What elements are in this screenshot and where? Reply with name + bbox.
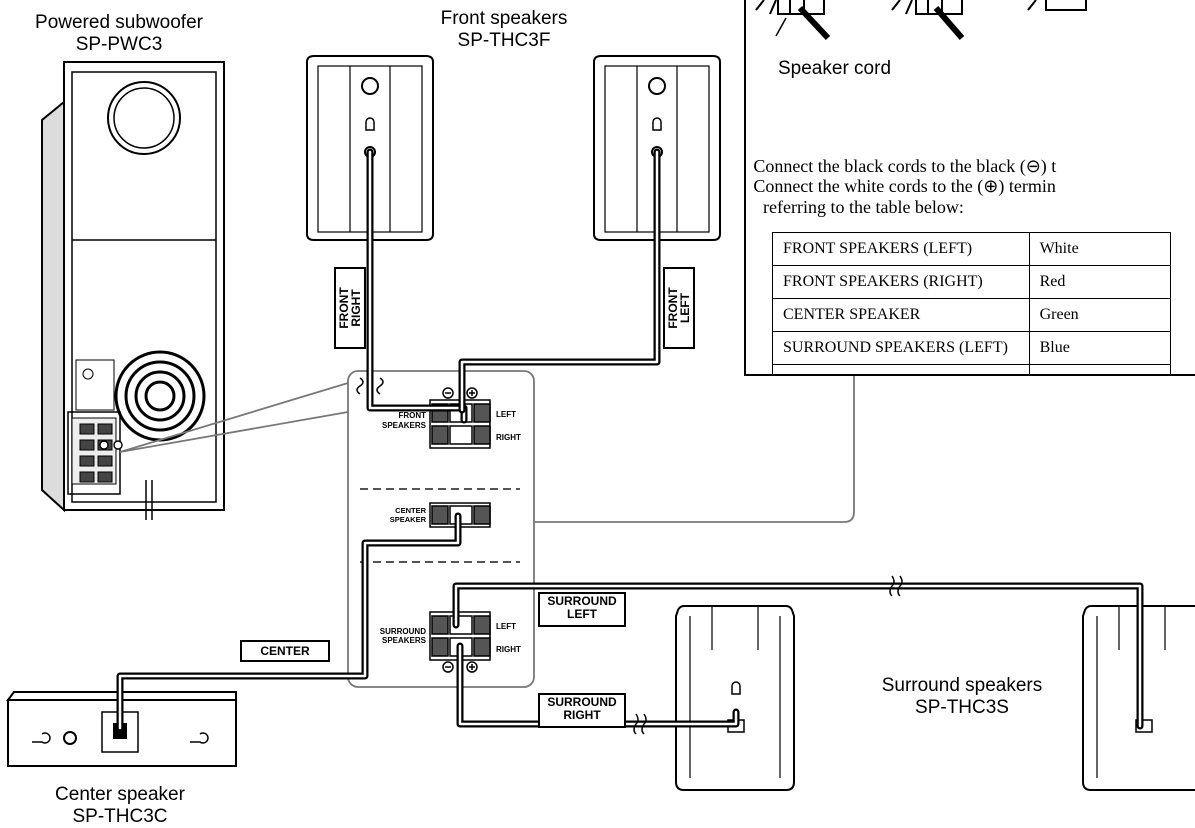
caption-front: Front speakers SP-THC3F bbox=[404, 8, 604, 52]
panel-label-front-1: FRONT bbox=[398, 411, 426, 420]
color-table: FRONT SPEAKERS (LEFT)White FRONT SPEAKER… bbox=[772, 232, 1171, 374]
polarity-marks bbox=[99, 440, 123, 450]
instruction-line-3: referring to the table below: bbox=[763, 197, 964, 217]
caption-subwoofer: Powered subwoofer SP-PWC3 bbox=[14, 12, 224, 56]
caption-front-line2: SP-THC3F bbox=[457, 30, 551, 51]
table-row: FRONT SPEAKERS (RIGHT)Red bbox=[772, 265, 1171, 299]
table-cell-channel: SURROUND SPEAKERS (LEFT) bbox=[772, 331, 1030, 365]
tag-front-left-line1: FRONT bbox=[666, 287, 680, 329]
table-cell-color: Green bbox=[1028, 298, 1171, 332]
table-cell-channel: FRONT SPEAKERS (RIGHT) bbox=[772, 265, 1030, 299]
tag-surround-right-line2: RIGHT bbox=[563, 708, 601, 722]
instruction-line-1: • Connect the black cords to the black (… bbox=[746, 156, 1057, 177]
tag-surround-left-line2: LEFT bbox=[567, 607, 597, 621]
instruction-line-1-text: Connect the black cords to the black (⊖)… bbox=[753, 156, 1057, 176]
instruction-line-2-text: Connect the white cords to the (⊕) termi… bbox=[753, 176, 1056, 196]
table-cell-color: Blue bbox=[1028, 331, 1171, 365]
tag-front-left: FRONT LEFT bbox=[663, 267, 695, 349]
tag-center-text: CENTER bbox=[260, 644, 310, 658]
caption-center-line1: Center speaker bbox=[55, 784, 185, 805]
cord-break-marks bbox=[356, 377, 903, 735]
table-row: FRONT SPEAKERS (LEFT)White bbox=[772, 232, 1171, 266]
speaker-cords bbox=[116, 148, 1144, 732]
instruction-inset: Speaker cord • Connect the black cords t… bbox=[744, 0, 1195, 376]
terminal-detail-illustration bbox=[755, 0, 1087, 41]
panel-label-center-1: CENTER bbox=[395, 506, 426, 515]
speaker-cord-label: Speaker cord bbox=[778, 58, 892, 79]
panel-label-surround-1: SURROUND bbox=[380, 627, 426, 636]
panel-label-surround-2: SPEAKERS bbox=[382, 636, 427, 645]
table-cell-color: Red bbox=[1028, 265, 1171, 299]
caption-center: Center speaker SP-THC3C bbox=[20, 784, 220, 828]
table-cell-color: Gray bbox=[1028, 364, 1171, 374]
caption-surround-line2: SP-THC3S bbox=[915, 697, 1009, 718]
caption-surround: Surround speakers SP-THC3S bbox=[852, 675, 1072, 719]
tag-surround-left-line1: SURROUND bbox=[547, 594, 617, 608]
caption-subwoofer-line2: SP-PWC3 bbox=[75, 34, 163, 55]
tag-center: CENTER bbox=[240, 640, 330, 662]
panel-label-surround-left: LEFT bbox=[496, 622, 516, 631]
caption-center-line2: SP-THC3C bbox=[72, 806, 168, 827]
table-cell-channel: CENTER SPEAKER bbox=[772, 298, 1030, 332]
tag-front-right: FRONT RIGHT bbox=[334, 267, 366, 349]
caption-front-line1: Front speakers bbox=[440, 8, 568, 29]
tag-front-left-line2: LEFT bbox=[678, 292, 692, 323]
tag-front-right-line2: RIGHT bbox=[349, 289, 363, 327]
table-cell-channel: FRONT SPEAKERS (LEFT) bbox=[772, 232, 1030, 266]
zoom-callout bbox=[119, 370, 855, 688]
table-row: SURROUND SPEAKERS (RIGHT)Gray bbox=[772, 364, 1171, 374]
instruction-line-2: • Connect the white cords to the (⊕) ter… bbox=[746, 176, 1056, 197]
table-row: SURROUND SPEAKERS (LEFT)Blue bbox=[772, 331, 1171, 365]
subwoofer bbox=[41, 61, 225, 520]
caption-surround-line1: Surround speakers bbox=[881, 675, 1043, 696]
table-cell-channel: SURROUND SPEAKERS (RIGHT) bbox=[772, 364, 1030, 374]
panel-label-center-2: SPEAKER bbox=[390, 515, 427, 524]
surround-speaker-right bbox=[675, 605, 795, 791]
tag-surround-right-line1: SURROUND bbox=[547, 695, 617, 709]
tag-front-right-line1: FRONT bbox=[337, 287, 351, 329]
caption-subwoofer-line1: Powered subwoofer bbox=[35, 12, 203, 33]
table-cell-color: White bbox=[1028, 232, 1171, 266]
panel-label-front-left: LEFT bbox=[496, 410, 516, 419]
panel-label-front-right: RIGHT bbox=[496, 433, 521, 442]
panel-label-surround-right: RIGHT bbox=[496, 645, 521, 654]
panel-label-front-2: SPEAKERS bbox=[382, 421, 427, 430]
